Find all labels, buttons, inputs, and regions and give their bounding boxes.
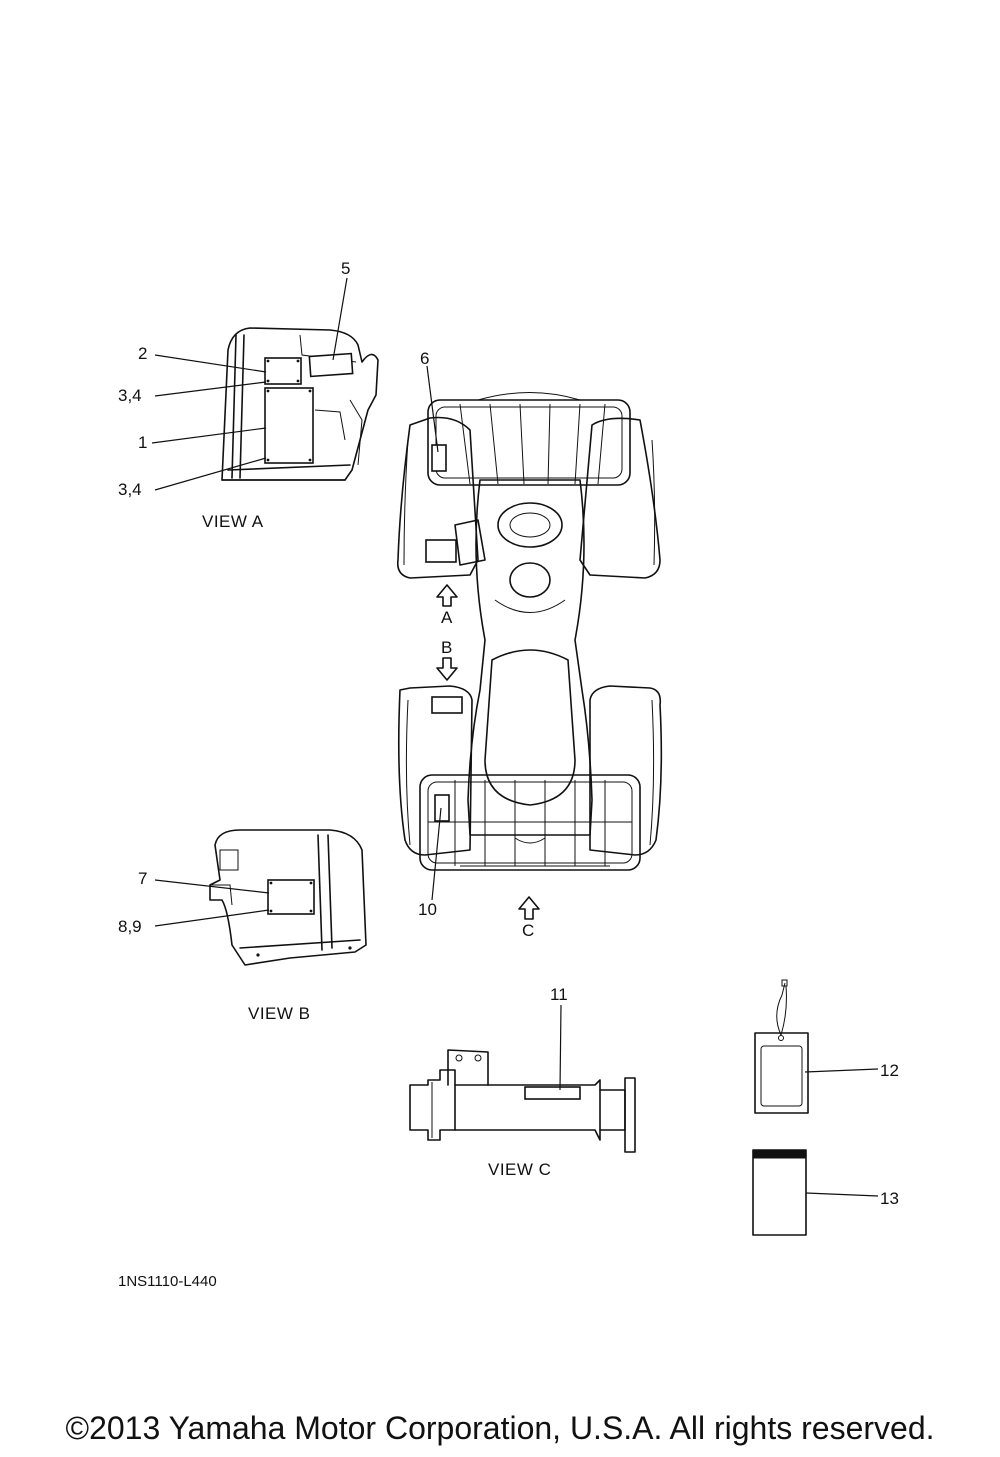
copyright-notice: ©2013 Yamaha Motor Corporation, U.S.A. A… bbox=[65, 1410, 935, 1446]
callout-7: 7 bbox=[138, 869, 147, 888]
view-a-leaders bbox=[151, 277, 348, 491]
diagram-code: 1NS1110-L440 bbox=[118, 1273, 217, 1290]
view-arrow-b-letter: B bbox=[441, 638, 452, 657]
label-6-plate bbox=[431, 444, 447, 472]
callout-6: 6 bbox=[420, 349, 429, 368]
hang-tag-drawing bbox=[754, 979, 809, 1114]
view-b-caption: VIEW B bbox=[248, 1004, 311, 1023]
callout-2: 2 bbox=[138, 344, 147, 363]
atv-top-view-drawing bbox=[396, 392, 663, 871]
label-5-plate bbox=[308, 352, 354, 378]
label-2-plate bbox=[264, 357, 302, 385]
owners-manual-drawing bbox=[752, 1149, 807, 1236]
view-b-fender-drawing bbox=[209, 829, 367, 966]
view-arrow-a bbox=[436, 584, 458, 607]
label-10-plate bbox=[434, 794, 450, 822]
view-arrow-a-letter: A bbox=[441, 608, 453, 627]
label-7-plate bbox=[267, 879, 315, 915]
callout-8-9: 8,9 bbox=[118, 917, 142, 936]
callout-1: 1 bbox=[138, 433, 147, 452]
callout-13-leader bbox=[805, 1192, 879, 1197]
callout-12: 12 bbox=[880, 1061, 899, 1080]
label-1-plate bbox=[264, 387, 314, 464]
callout-11: 11 bbox=[550, 985, 568, 1004]
view-arrow-c-letter: C bbox=[522, 921, 534, 940]
callout-13: 13 bbox=[880, 1189, 899, 1208]
view-c-caption: VIEW C bbox=[488, 1160, 551, 1179]
view-b-leaders bbox=[154, 879, 270, 927]
label-at-arrow-a bbox=[425, 539, 457, 563]
callout-12-leader bbox=[804, 1068, 879, 1073]
callout-10: 10 bbox=[418, 900, 437, 919]
callout-3-4-lower: 3,4 bbox=[118, 480, 142, 499]
view-arrow-c bbox=[518, 896, 540, 920]
callout-3-4-upper: 3,4 bbox=[118, 386, 142, 405]
label-rear-fender-plate bbox=[431, 696, 463, 714]
view-c-leader bbox=[559, 1004, 562, 1091]
view-c-part-drawing bbox=[409, 1049, 636, 1153]
atv-leaders bbox=[426, 365, 442, 901]
view-arrow-b bbox=[436, 657, 458, 681]
callout-5: 5 bbox=[341, 259, 350, 278]
view-a-fender-drawing bbox=[221, 327, 379, 481]
label-11-plate bbox=[524, 1086, 581, 1100]
view-a-caption: VIEW A bbox=[202, 512, 264, 531]
